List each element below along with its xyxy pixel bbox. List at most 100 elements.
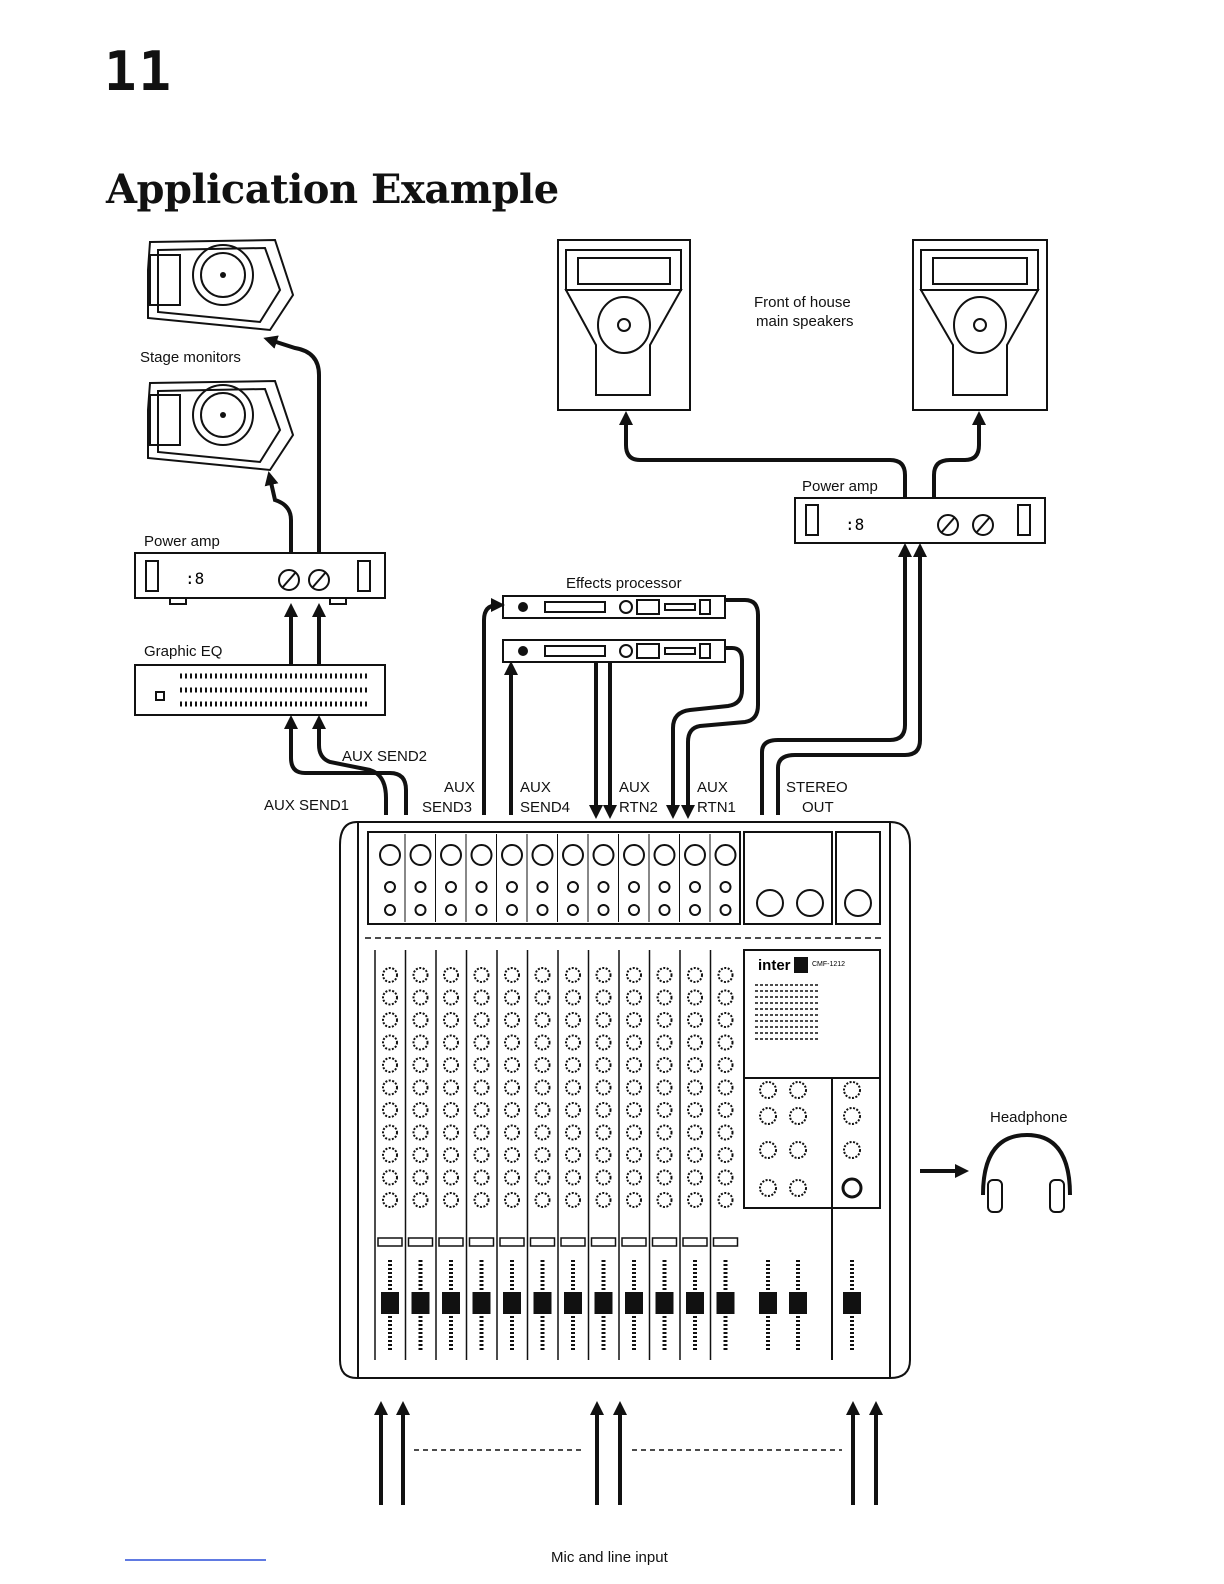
knob-icon[interactable]: [566, 1058, 580, 1072]
knob-icon[interactable]: [566, 1171, 580, 1185]
knob-icon[interactable]: [444, 1193, 458, 1207]
knob-icon[interactable]: [505, 1148, 519, 1162]
knob-icon[interactable]: [536, 1171, 550, 1185]
knob-icon[interactable]: [627, 991, 641, 1005]
knob-icon[interactable]: [444, 991, 458, 1005]
fader-knob[interactable]: [412, 1292, 430, 1314]
knob-icon[interactable]: [536, 968, 550, 982]
knob-icon[interactable]: [566, 991, 580, 1005]
knob-icon[interactable]: [719, 1171, 733, 1185]
knob-icon[interactable]: [760, 1180, 776, 1196]
knob-icon[interactable]: [475, 968, 489, 982]
knob-icon[interactable]: [844, 1082, 860, 1098]
knob-icon[interactable]: [383, 1148, 397, 1162]
knob-icon[interactable]: [597, 1036, 611, 1050]
knob-icon[interactable]: [688, 1193, 702, 1207]
knob-icon[interactable]: [627, 1171, 641, 1185]
knob-icon[interactable]: [536, 1081, 550, 1095]
knob-icon[interactable]: [627, 1081, 641, 1095]
knob-icon[interactable]: [505, 1081, 519, 1095]
knob-icon[interactable]: [475, 1058, 489, 1072]
knob-icon[interactable]: [688, 968, 702, 982]
knob-icon[interactable]: [719, 1058, 733, 1072]
knob-icon[interactable]: [536, 1148, 550, 1162]
knob-icon[interactable]: [688, 1081, 702, 1095]
knob-icon[interactable]: [627, 1103, 641, 1117]
knob-icon[interactable]: [383, 1081, 397, 1095]
knob-icon[interactable]: [688, 1013, 702, 1027]
knob-icon[interactable]: [475, 1171, 489, 1185]
knob-icon[interactable]: [597, 1193, 611, 1207]
knob-icon[interactable]: [719, 1103, 733, 1117]
knob-icon[interactable]: [597, 1081, 611, 1095]
knob-icon[interactable]: [844, 1108, 860, 1124]
knob-icon[interactable]: [658, 1036, 672, 1050]
knob-icon[interactable]: [383, 991, 397, 1005]
knob-icon[interactable]: [658, 1103, 672, 1117]
knob-icon[interactable]: [444, 1036, 458, 1050]
knob-icon[interactable]: [414, 1036, 428, 1050]
knob-icon[interactable]: [597, 1171, 611, 1185]
fader-knob[interactable]: [534, 1292, 552, 1314]
fader-knob[interactable]: [381, 1292, 399, 1314]
knob-icon[interactable]: [566, 1126, 580, 1140]
knob-icon[interactable]: [566, 1036, 580, 1050]
knob-icon[interactable]: [658, 1058, 672, 1072]
knob-icon[interactable]: [444, 1013, 458, 1027]
knob-icon[interactable]: [414, 1126, 428, 1140]
knob-icon[interactable]: [627, 1126, 641, 1140]
knob-icon[interactable]: [536, 1036, 550, 1050]
knob-icon[interactable]: [566, 1081, 580, 1095]
knob-icon[interactable]: [536, 1193, 550, 1207]
knob-icon[interactable]: [536, 1126, 550, 1140]
knob-icon[interactable]: [475, 991, 489, 1005]
knob-icon[interactable]: [790, 1082, 806, 1098]
knob-icon[interactable]: [627, 1058, 641, 1072]
fader-knob[interactable]: [595, 1292, 613, 1314]
knob-icon[interactable]: [688, 1103, 702, 1117]
knob-icon[interactable]: [444, 968, 458, 982]
knob-icon[interactable]: [383, 1171, 397, 1185]
knob-icon[interactable]: [719, 1013, 733, 1027]
knob-icon[interactable]: [566, 968, 580, 982]
knob-icon[interactable]: [597, 1013, 611, 1027]
knob-icon[interactable]: [444, 1126, 458, 1140]
knob-icon[interactable]: [688, 1148, 702, 1162]
knob-icon[interactable]: [597, 1103, 611, 1117]
knob-icon[interactable]: [414, 1148, 428, 1162]
fader-knob[interactable]: [564, 1292, 582, 1314]
knob-icon[interactable]: [536, 991, 550, 1005]
knob-icon[interactable]: [383, 1193, 397, 1207]
knob-icon[interactable]: [414, 991, 428, 1005]
knob-icon[interactable]: [536, 1103, 550, 1117]
knob-icon[interactable]: [414, 1171, 428, 1185]
knob-icon[interactable]: [414, 1081, 428, 1095]
fader-knob[interactable]: [717, 1292, 735, 1314]
knob-icon[interactable]: [505, 1171, 519, 1185]
knob-icon[interactable]: [444, 1081, 458, 1095]
knob-icon[interactable]: [383, 968, 397, 982]
knob-icon[interactable]: [658, 1126, 672, 1140]
fader-knob[interactable]: [503, 1292, 521, 1314]
knob-icon[interactable]: [505, 1036, 519, 1050]
knob-icon[interactable]: [790, 1142, 806, 1158]
knob-icon[interactable]: [844, 1142, 860, 1158]
knob-icon[interactable]: [505, 1058, 519, 1072]
knob-icon[interactable]: [597, 968, 611, 982]
knob-icon[interactable]: [719, 1036, 733, 1050]
knob-icon[interactable]: [658, 1148, 672, 1162]
knob-icon[interactable]: [383, 1036, 397, 1050]
knob-icon[interactable]: [414, 968, 428, 982]
knob-icon[interactable]: [414, 1058, 428, 1072]
knob-icon[interactable]: [444, 1148, 458, 1162]
knob-icon[interactable]: [414, 1103, 428, 1117]
knob-icon[interactable]: [566, 1013, 580, 1027]
knob-icon[interactable]: [475, 1126, 489, 1140]
knob-icon[interactable]: [760, 1108, 776, 1124]
knob-icon[interactable]: [719, 991, 733, 1005]
knob-icon[interactable]: [688, 1171, 702, 1185]
knob-icon[interactable]: [566, 1148, 580, 1162]
knob-icon[interactable]: [688, 1036, 702, 1050]
knob-icon[interactable]: [475, 1036, 489, 1050]
knob-icon[interactable]: [505, 991, 519, 1005]
